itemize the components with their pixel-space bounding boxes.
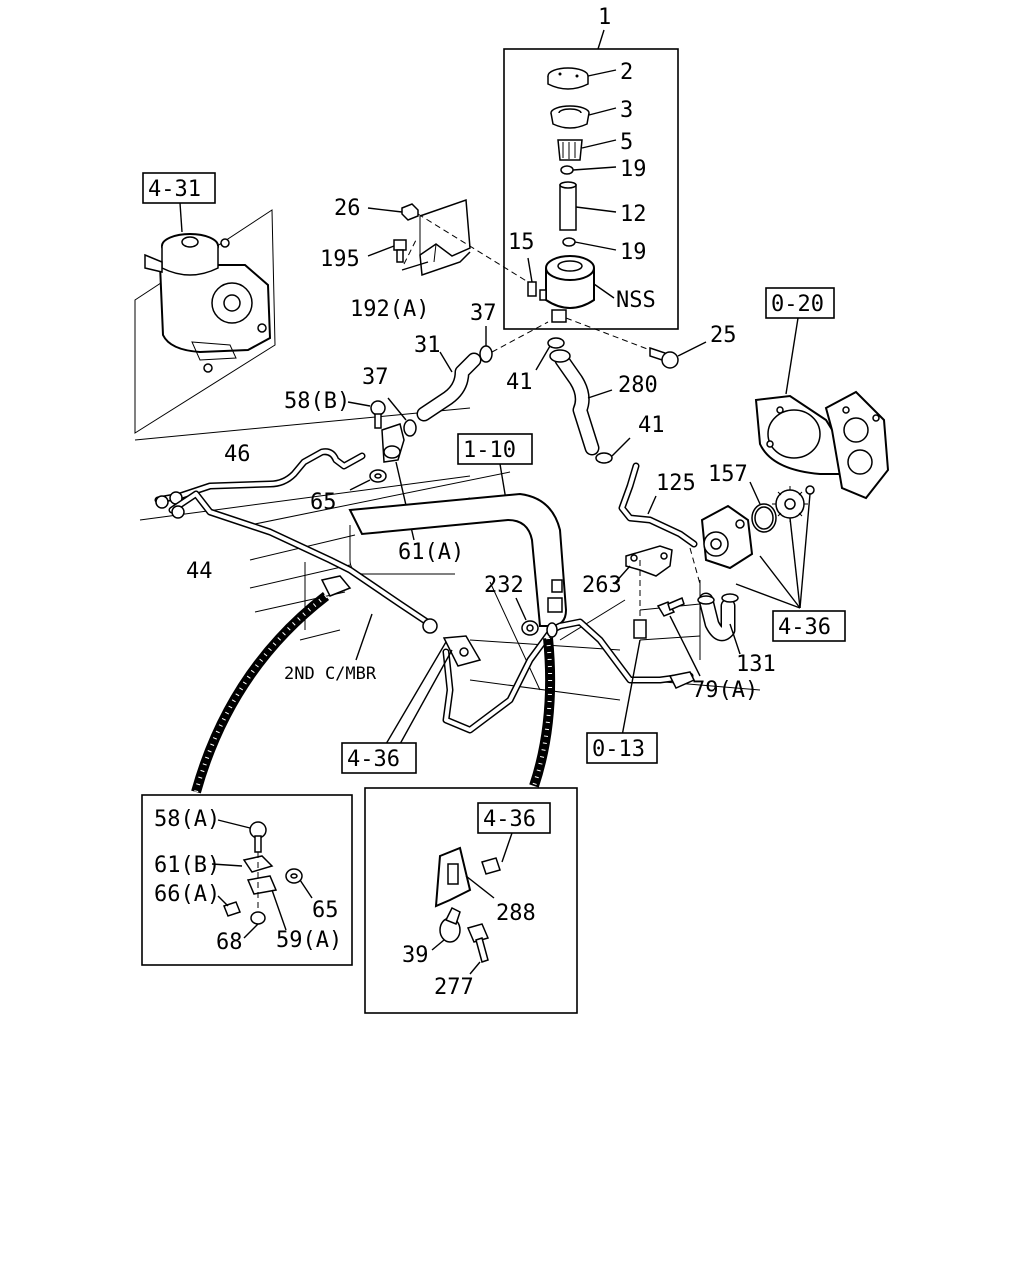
callouts: 1 2 3 5 19 12 19 15 NSS 26 195 192(A) 37… (154, 5, 776, 1000)
bracket-263 (613, 545, 701, 677)
ref-4-36-right: 4-36 (778, 615, 831, 640)
callout-58a: 58(A) (154, 807, 220, 832)
ref-1-10: 1-10 (463, 438, 516, 463)
gear-pump (689, 481, 815, 655)
chassis-frame (134, 407, 761, 701)
pipe-46 (154, 448, 366, 509)
callout-41-lower: 41 (638, 413, 665, 438)
ref-0-13: 0-13 (592, 737, 645, 762)
ref-labels: 4-31 1-10 0-20 4-36 4-36 4-36 0-13 (148, 177, 831, 832)
detail-box-left (141, 794, 353, 966)
detail-arrows (191, 592, 556, 794)
callout-19-lower: 19 (620, 240, 647, 265)
callout-26: 26 (334, 196, 361, 221)
callout-1: 1 (598, 5, 611, 30)
callout-19-upper: 19 (620, 157, 647, 182)
callout-79a: 79(A) (692, 678, 758, 703)
callout-288: 288 (496, 901, 536, 926)
reservoir-assembly-box (503, 29, 679, 330)
callout-157: 157 (708, 462, 748, 487)
detail-box-right (364, 787, 578, 1014)
clip-61a (347, 400, 415, 541)
callout-263: 263 (582, 573, 622, 598)
callout-61a: 61(A) (398, 540, 464, 565)
ref-4-31: 4-31 (148, 177, 201, 202)
callout-232: 232 (484, 573, 524, 598)
pipe-125 (618, 462, 698, 548)
bolt-25 (565, 317, 707, 369)
callout-3: 3 (620, 98, 633, 123)
callout-15: 15 (508, 230, 535, 255)
reservoir-bracket (367, 198, 529, 283)
ref-4-36-center: 4-36 (347, 747, 400, 772)
callout-31: 31 (414, 333, 441, 358)
member-label: 2ND C/MBR (284, 664, 377, 684)
tank-1-10 (348, 433, 568, 627)
housing-0-20 (754, 287, 890, 500)
callout-2: 2 (620, 60, 633, 85)
callout-195: 195 (320, 247, 360, 272)
callout-59a: 59(A) (276, 928, 342, 953)
callout-58b: 58(B) (284, 389, 350, 414)
callout-nss: NSS (616, 288, 656, 313)
callout-5: 5 (620, 130, 633, 155)
callout-61b: 61(B) (154, 853, 220, 878)
washer-232 (515, 597, 539, 636)
callout-125: 125 (656, 471, 696, 496)
steering-pump-assembly (134, 172, 276, 434)
callout-66a: 66(A) (154, 882, 220, 907)
ref-4-36-detail: 4-36 (483, 807, 536, 832)
callout-25: 25 (710, 323, 737, 348)
callout-37-lower: 37 (362, 365, 389, 390)
callout-131: 131 (736, 652, 776, 677)
callout-68: 68 (216, 930, 243, 955)
callout-277: 277 (434, 975, 474, 1000)
callout-44: 44 (186, 559, 213, 584)
pipe-44 (168, 490, 438, 634)
callout-39: 39 (402, 943, 429, 968)
callout-65-main: 65 (310, 490, 337, 515)
callout-37-upper: 37 (470, 301, 497, 326)
callout-65-detail: 65 (312, 898, 339, 923)
callout-46: 46 (224, 442, 251, 467)
callout-12: 12 (620, 202, 647, 227)
ref-0-13-group (621, 639, 641, 737)
callout-41-upper: 41 (506, 370, 533, 395)
lower-pipe-run (355, 613, 696, 734)
hose-280 (535, 337, 631, 464)
ref-0-20: 0-20 (771, 292, 824, 317)
ref-boxes (341, 610, 846, 774)
hose-31 (387, 321, 549, 437)
callout-280: 280 (618, 373, 658, 398)
callout-192a: 192(A) (350, 297, 429, 322)
ref-4-36-center-group (385, 641, 453, 745)
